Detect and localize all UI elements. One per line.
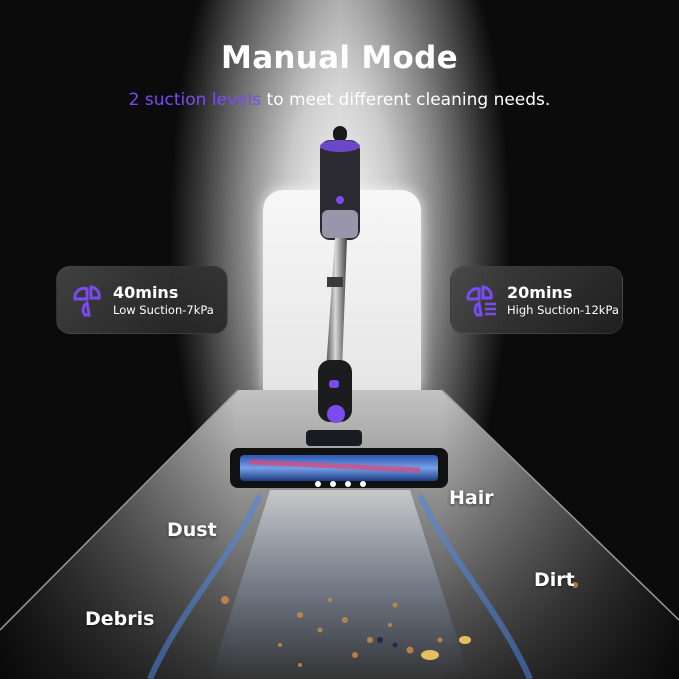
low-suction-runtime: 40mins (113, 282, 179, 302)
low-suction-mode-card: 40mins Low Suction-7kPa (56, 266, 228, 334)
label-dirt: Dirt (534, 569, 575, 591)
high-suction-description: High Suction-12kPa (507, 302, 619, 317)
label-debris: Debris (85, 608, 155, 630)
label-dust: Dust (167, 519, 217, 541)
subtitle-accent: 2 suction levels (128, 90, 262, 110)
label-hair: Hair (449, 487, 494, 509)
high-suction-runtime: 20mins (507, 282, 573, 302)
high-suction-mode-card: 20mins High Suction-12kPa (450, 266, 623, 334)
high-suction-fan-icon (466, 285, 496, 317)
low-suction-description: Low Suction-7kPa (113, 302, 214, 317)
subtitle: 2 suction levels to meet different clean… (0, 90, 679, 110)
page-title: Manual Mode (221, 40, 458, 76)
subtitle-rest: to meet different cleaning needs. (261, 90, 551, 110)
low-suction-fan-icon (73, 285, 101, 317)
